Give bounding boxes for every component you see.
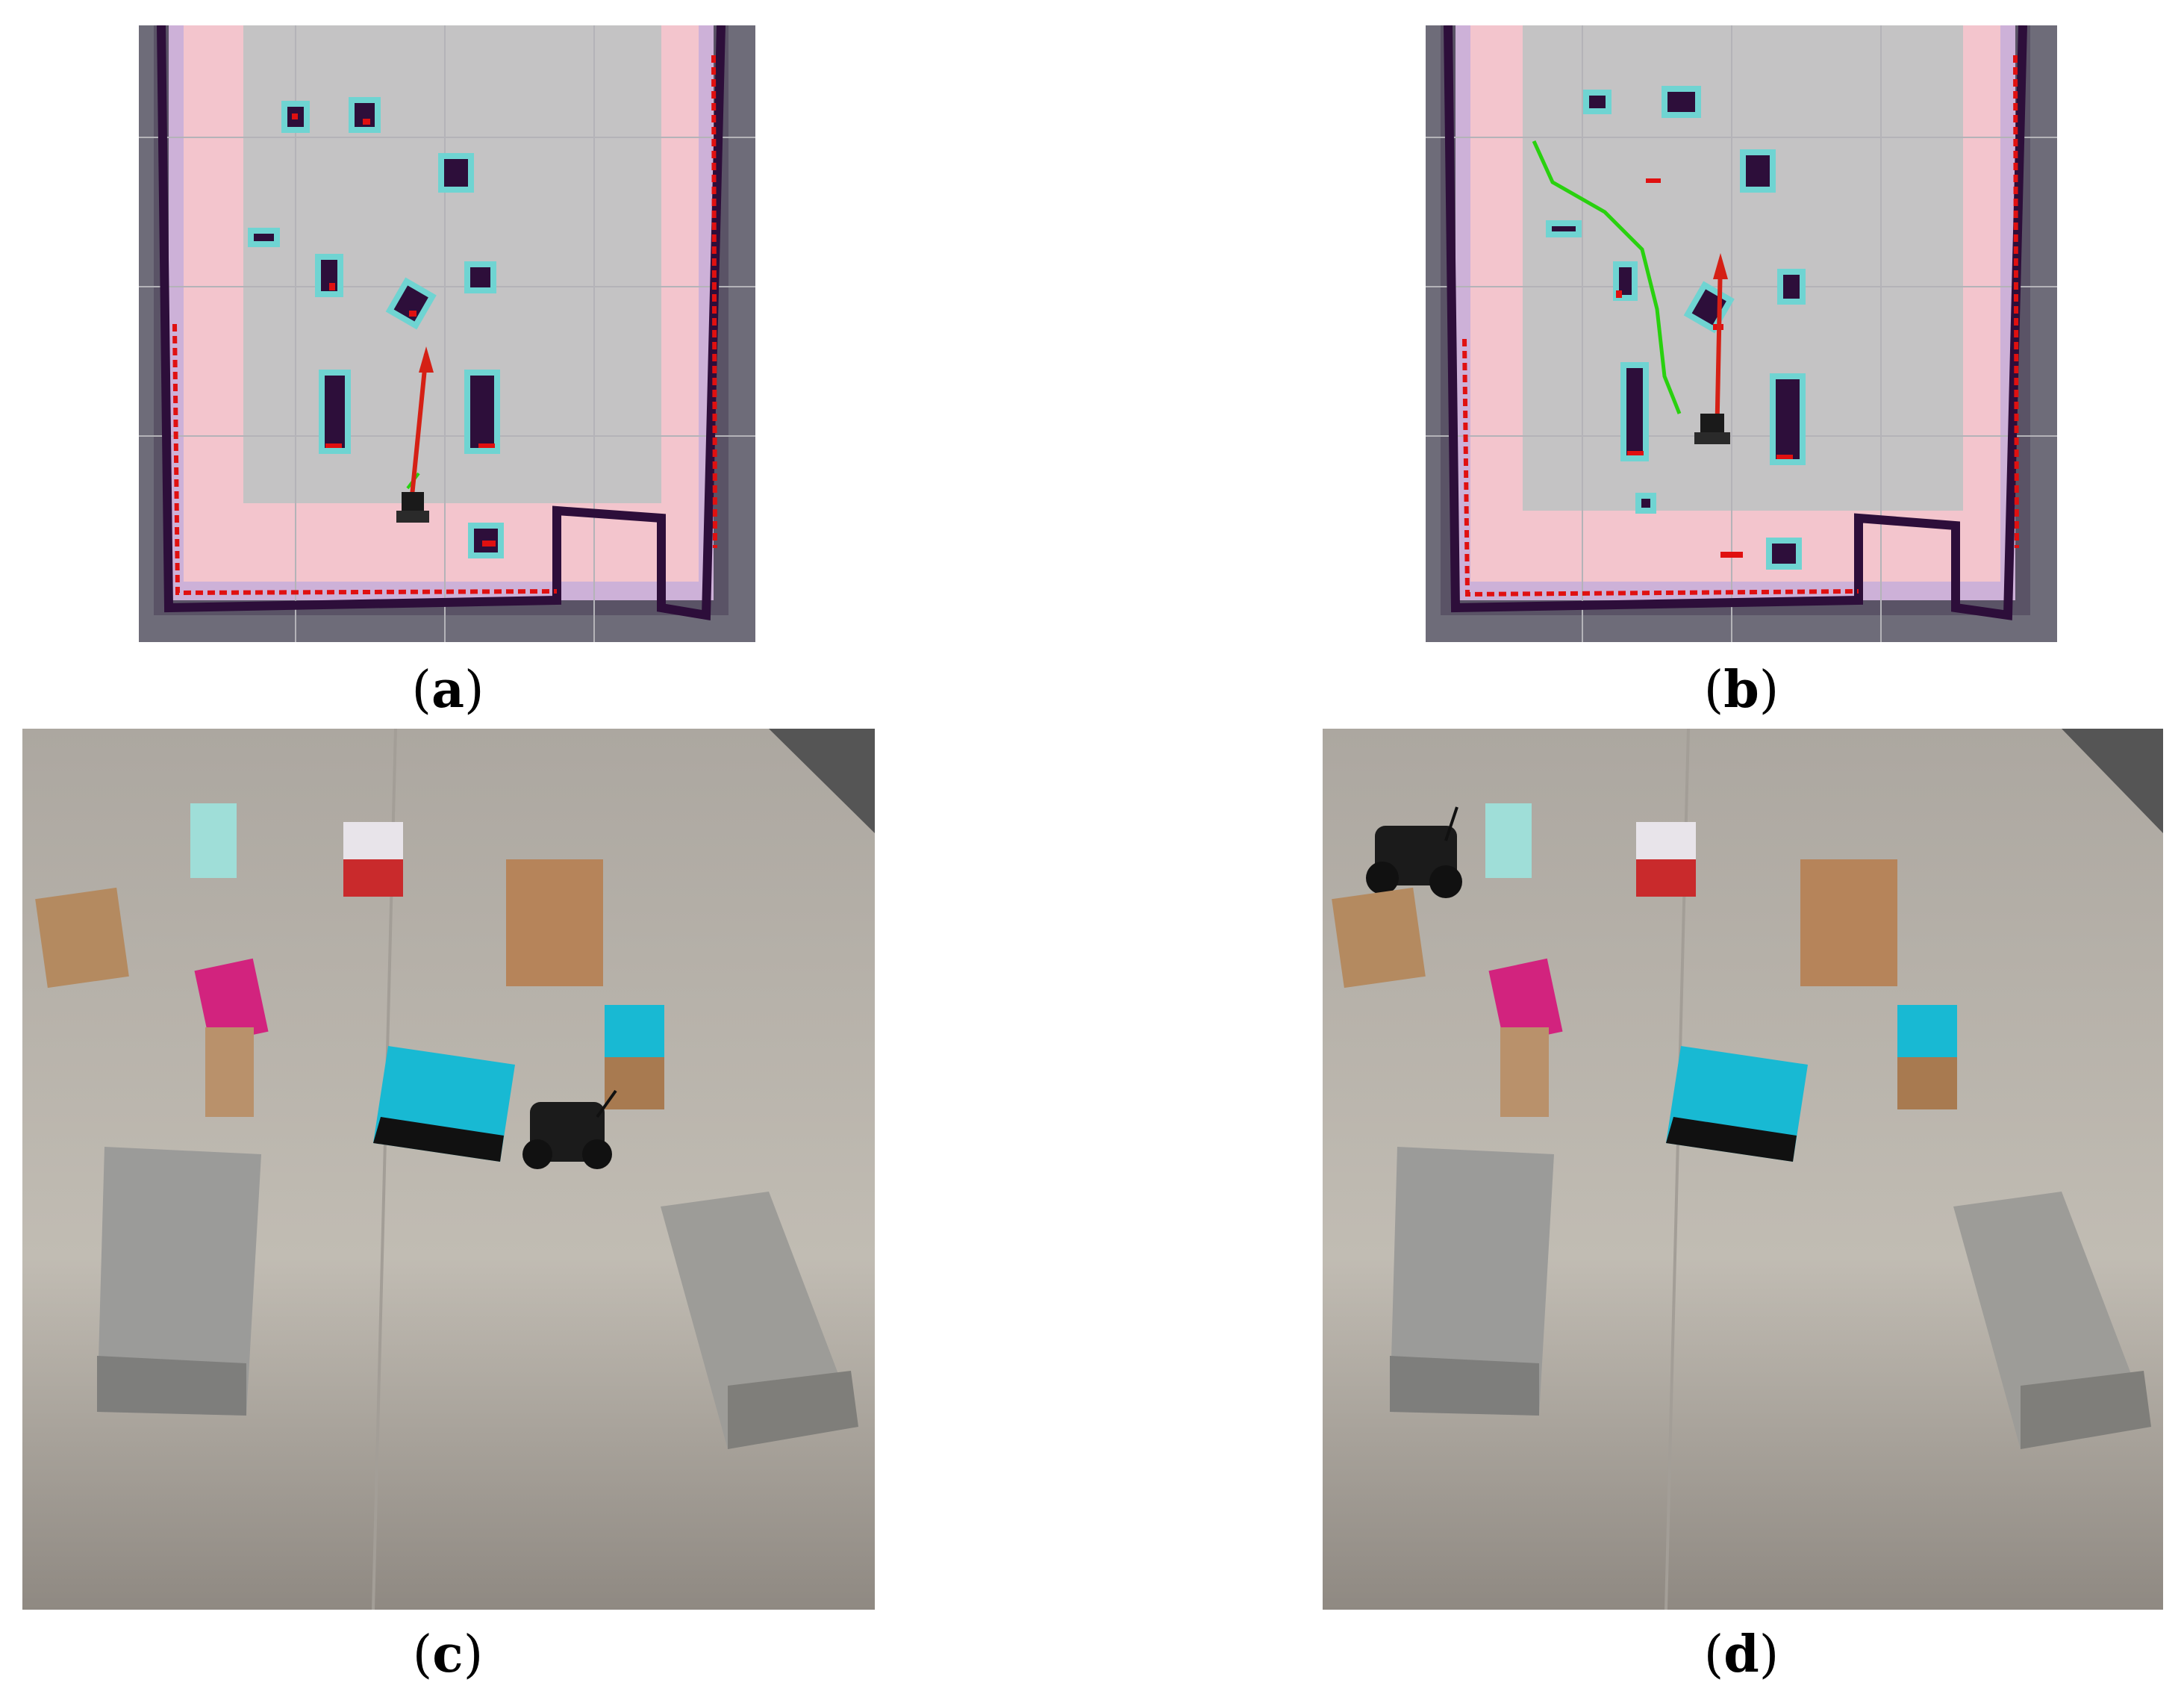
laser-scan xyxy=(1462,55,2019,597)
magenta-box xyxy=(1488,958,1563,1044)
metal-bin-left-base xyxy=(97,1356,246,1416)
cardboard-box-4 xyxy=(605,1057,664,1109)
wall-corner xyxy=(769,729,875,833)
robot-icon xyxy=(396,492,429,523)
obstacles xyxy=(1546,86,1806,570)
small-cyan-box xyxy=(605,1005,664,1061)
caption-c: (c) xyxy=(412,1625,484,1684)
goal-arrow-icon xyxy=(409,346,434,504)
costmap-a-graphic xyxy=(139,25,755,642)
red-box-top xyxy=(343,822,403,859)
metal-bin-right-base xyxy=(2021,1371,2151,1449)
laser-scan xyxy=(172,55,717,596)
map-grid xyxy=(1426,25,2057,642)
cardboard-box-1 xyxy=(35,887,129,989)
robot-icon xyxy=(522,1089,617,1169)
caption-b: (b) xyxy=(1703,660,1779,720)
obstacles xyxy=(248,97,504,558)
wall-corner xyxy=(2062,729,2163,833)
free-space xyxy=(243,25,661,503)
mint-box xyxy=(190,803,237,878)
caption-a: (a) xyxy=(411,660,484,720)
map-grid xyxy=(139,25,755,642)
costmap-panel-a xyxy=(139,25,755,642)
magenta-box xyxy=(194,958,269,1044)
photo-panel-c xyxy=(22,729,875,1610)
photo-c-graphic xyxy=(22,729,875,1610)
walls xyxy=(157,25,726,621)
cardboard-box-3 xyxy=(205,1027,254,1117)
scene-objects xyxy=(1332,803,2151,1449)
cardboard-box-2 xyxy=(506,859,603,986)
costmap-panel-b xyxy=(1426,25,2057,642)
mint-box xyxy=(1485,803,1532,878)
metal-bin-left xyxy=(1390,1147,1554,1416)
planned-path xyxy=(1532,140,1682,414)
robot-icon xyxy=(1694,414,1730,444)
metal-bin-left-base xyxy=(1390,1356,1539,1416)
small-cyan-box xyxy=(1897,1005,1957,1061)
cardboard-box-3 xyxy=(1500,1027,1549,1117)
caption-d: (d) xyxy=(1703,1625,1779,1684)
scene-objects xyxy=(35,803,858,1449)
goal-arrow-icon xyxy=(1713,253,1728,444)
cardboard-box-1 xyxy=(1332,887,1426,989)
cardboard-box-2 xyxy=(1800,859,1897,986)
photo-panel-d xyxy=(1323,729,2163,1610)
costmap-b-graphic xyxy=(1426,25,2057,642)
metal-bin-left xyxy=(97,1147,261,1416)
caption-c-letter: c xyxy=(432,1625,464,1684)
caption-b-letter: b xyxy=(1723,660,1759,720)
large-cyan-box-band xyxy=(373,1117,504,1162)
large-cyan-box-band xyxy=(1666,1117,1797,1162)
caption-d-letter: d xyxy=(1723,1625,1759,1684)
cardboard-box-4 xyxy=(1897,1057,1957,1109)
metal-bin-right-base xyxy=(728,1371,858,1449)
caption-a-letter: a xyxy=(431,660,465,720)
photo-d-graphic xyxy=(1323,729,2163,1610)
walls xyxy=(1444,25,2027,620)
red-box-top xyxy=(1636,822,1696,859)
robot-icon xyxy=(1366,806,1462,898)
